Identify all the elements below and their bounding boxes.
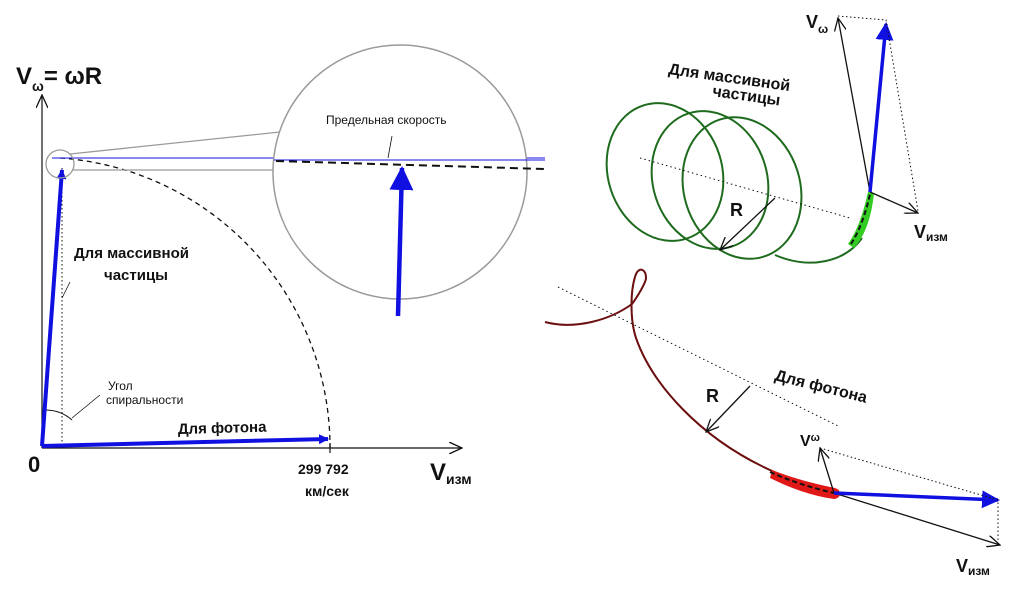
helix-v-omega-vector bbox=[838, 18, 871, 193]
photon-path bbox=[544, 268, 837, 493]
x-tick-label: 299 792 bbox=[298, 461, 349, 477]
zoom-connector-top bbox=[69, 131, 281, 155]
angle-label-line2: спиральности bbox=[106, 393, 183, 407]
zoom-label-leader bbox=[387, 135, 393, 159]
massive-label-line2: частицы bbox=[104, 267, 168, 284]
right-top-diagram: R Для массивной частицы Vω Vизм bbox=[605, 12, 948, 264]
photon-result-vector bbox=[833, 490, 1000, 509]
helix-loop-3 bbox=[681, 116, 803, 260]
right-bottom-diagram: R Для фотона Vω Vизм bbox=[544, 268, 1000, 578]
helix-tail bbox=[774, 237, 863, 264]
helix-v-izm-vector bbox=[869, 191, 918, 213]
photon-v-omega-vector bbox=[820, 448, 835, 494]
massive-label-line1: Для массивной bbox=[74, 245, 189, 262]
zoom-vector bbox=[389, 166, 414, 317]
y-axis-label: Vω= ωR bbox=[16, 63, 102, 94]
photon-radius-line bbox=[706, 385, 751, 432]
photon-label: Для фотона bbox=[178, 419, 268, 438]
helix-v-omega-label: Vω bbox=[806, 12, 828, 36]
photon-vector bbox=[41, 434, 329, 448]
helix-v-izm-label: Vизм bbox=[914, 222, 948, 244]
photon-axis-dotted bbox=[557, 286, 839, 427]
photon-highlight bbox=[770, 470, 841, 499]
zoom-label: Предельная скорость bbox=[326, 113, 447, 127]
helix-axis-dotted bbox=[639, 157, 851, 219]
helix-result-vector bbox=[868, 22, 894, 193]
x-tick-unit: км/сек bbox=[305, 483, 350, 499]
helix-parallelogram bbox=[837, 15, 919, 212]
angle-label-line1: Угол bbox=[108, 379, 133, 393]
photon-v-izm-label: Vизм bbox=[956, 556, 990, 578]
helix-highlight-dashed bbox=[850, 193, 871, 245]
speed-limit-arc bbox=[59, 157, 331, 449]
massive-particle-vector bbox=[40, 169, 67, 447]
leader-line-angle bbox=[71, 394, 101, 419]
photon-v-izm-vector bbox=[833, 492, 1000, 545]
helix-radius-line bbox=[720, 197, 776, 250]
photon-parallelogram bbox=[819, 447, 999, 545]
left-plot: Предельная скорость Vω= ωR 0 Vизм 299 79… bbox=[16, 44, 546, 499]
leader-line-massive bbox=[61, 281, 71, 299]
photon-v-omega-label: Vω bbox=[800, 432, 820, 450]
zoom-arc-dashed bbox=[275, 160, 546, 170]
zoom-source-circle bbox=[45, 149, 75, 179]
photon-radius-label: R bbox=[706, 386, 719, 406]
x-axis-label: Vизм bbox=[430, 459, 472, 487]
origin-label: 0 bbox=[28, 452, 40, 477]
photon-highlight-dashed bbox=[769, 471, 835, 494]
photon-title: Для фотона bbox=[773, 367, 869, 406]
helicity-angle-arc bbox=[45, 409, 73, 421]
helix-radius-label: R bbox=[730, 200, 743, 220]
